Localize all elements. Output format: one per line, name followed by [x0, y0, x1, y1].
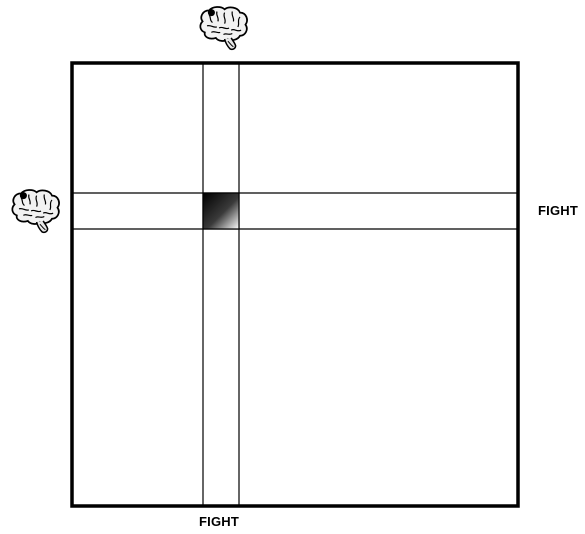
right-axis-label: FIGHT — [538, 203, 578, 218]
brain-icon — [12, 190, 59, 232]
brain-icon — [200, 7, 247, 49]
matrix-frame — [72, 63, 518, 506]
bottom-axis-label: FIGHT — [199, 514, 239, 529]
intersection-cell — [203, 193, 239, 229]
